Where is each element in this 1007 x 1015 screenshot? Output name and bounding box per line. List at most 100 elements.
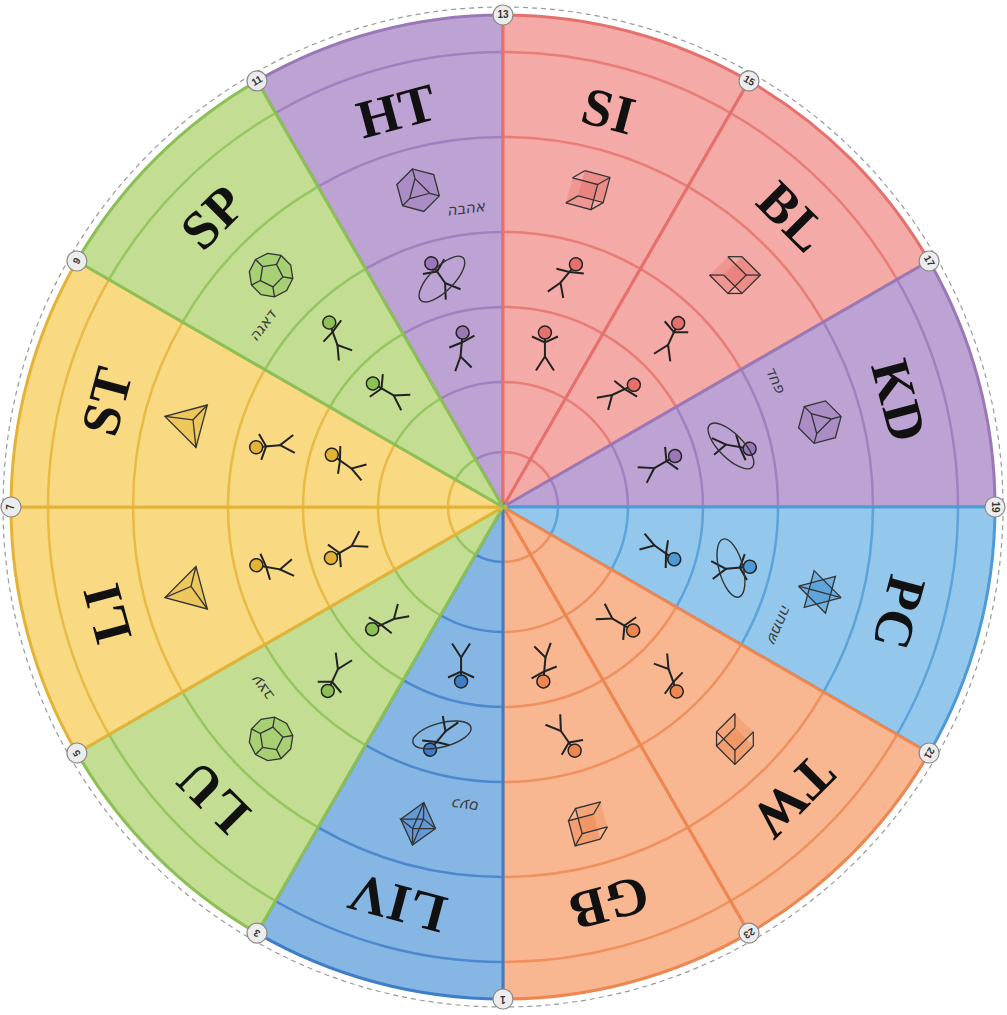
ring-arc [503,827,688,877]
stick-figure [711,553,758,583]
ring-arc [330,607,403,680]
ring-arc [503,680,603,707]
stick-figure [542,252,590,302]
stick-figure [249,431,296,461]
stick-figure [532,326,558,371]
stick-figure [593,371,644,412]
ring-arc [395,399,441,445]
polyhedron-icon [709,713,760,764]
ring-arc [731,735,898,902]
ring-arc [448,507,455,535]
stick-figure [316,312,354,363]
point-marker [67,251,87,271]
ring-arc [551,480,558,508]
point-number: 13 [497,10,508,20]
point-marker [919,743,939,763]
ring-arc [318,137,503,187]
ring-arc [503,307,603,334]
ring-arc [603,334,676,407]
ring-arc [823,322,873,507]
motion-loop [410,716,474,755]
sector-wedge [503,261,995,507]
polyhedron-icon [241,709,302,770]
polyhedron-icon [566,168,610,212]
stick-figure [652,651,690,702]
ring-arc [503,555,531,562]
ring-arc [378,507,395,570]
ring-arc [366,232,504,269]
ring-arc [531,535,551,555]
ring-arc [403,680,503,707]
sector-wedge [503,507,749,999]
stick-figure [636,442,688,487]
ring-arc [133,507,183,692]
ring-arc [441,382,504,399]
ring-arc [455,459,475,479]
ring-arc [303,407,330,507]
stick-figure [417,251,464,302]
ring-arc [303,507,330,607]
point-marker [919,251,939,271]
ring-arc [641,269,742,370]
emotion-word: כעס [452,796,481,814]
point-marker [247,71,267,91]
polyhedron-icon [794,568,846,616]
point-marker [493,989,513,1009]
sector-wedge [77,81,503,507]
ring-arc [503,615,566,632]
ring-arc [531,459,551,479]
ring-arc [265,269,366,370]
polyhedron-icon [709,250,760,301]
stick-figure [361,369,413,414]
ring-arc [109,113,276,280]
ring-arc [676,507,703,607]
polyhedron-icon [241,245,302,306]
point-number: 1 [500,994,506,1004]
ring-arc [133,322,183,507]
point-marker [739,923,759,943]
stick-figure [448,643,474,688]
ring-arc [476,555,504,562]
ring-arc [641,645,742,746]
point-marker [739,71,759,91]
ring-arc [318,827,503,877]
point-marker [67,743,87,763]
ring-arc [265,645,366,746]
ring-arc [503,232,641,269]
ring-arc [503,452,531,459]
stick-figure [361,602,412,643]
polyhedron-icon [566,802,610,846]
stick-figure [531,642,559,689]
polyhedron-icon [159,395,207,447]
ring-arc [228,370,265,508]
motion-loop [712,536,751,600]
point-marker [493,5,513,25]
ring-arc [611,445,628,508]
point-marker [247,923,267,943]
ring-arc [403,307,503,334]
ring-arc [566,570,612,616]
ring-arc [366,745,504,782]
stick-figure [650,312,692,363]
polyhedron-icon [394,164,442,216]
ring-arc [823,507,873,692]
stick-figure [313,651,355,702]
stick-figure [594,600,646,645]
stick-figure [248,552,297,584]
polyhedron-icon [794,398,846,446]
ring-arc [395,570,441,616]
ring-arc [676,407,703,507]
stick-figure [709,430,758,462]
ring-arc [228,507,265,645]
stick-figure [635,527,686,573]
ring-arc [566,399,612,445]
point-number: 7 [6,504,16,510]
cut-line [3,7,1003,1007]
ring-arc [551,507,558,535]
ring-arc [731,113,898,280]
motion-loop [701,416,760,475]
